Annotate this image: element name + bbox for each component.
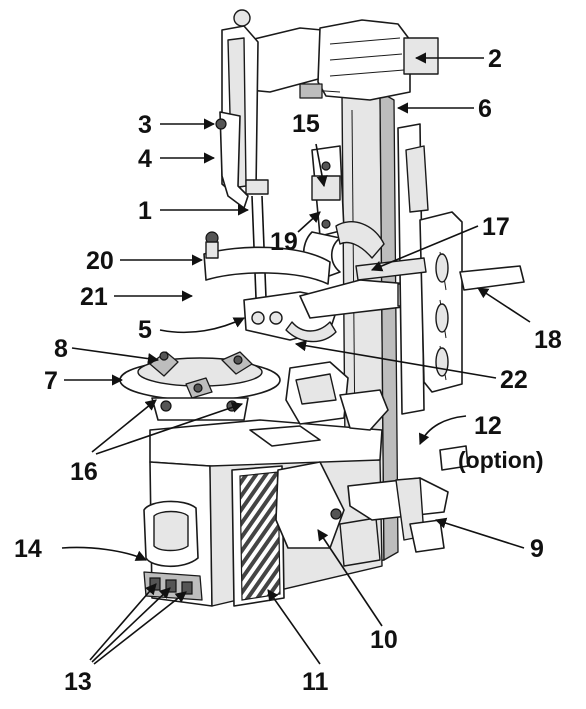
callout-22: 22 xyxy=(500,366,528,394)
leader-13b xyxy=(91,587,171,663)
leader-18 xyxy=(477,287,531,323)
leader-13c xyxy=(93,591,187,665)
callout-7: 7 xyxy=(44,367,58,395)
leader-12 xyxy=(418,415,467,446)
callout-10: 10 xyxy=(370,626,398,654)
callout-19: 19 xyxy=(270,228,298,256)
callout-14: 14 xyxy=(14,535,42,563)
side-panel xyxy=(231,465,285,607)
callout-5: 5 xyxy=(138,316,152,344)
callout-12-option: (option) xyxy=(458,447,544,473)
helper-device xyxy=(355,123,525,415)
callout-18: 18 xyxy=(534,326,562,354)
callout-8: 8 xyxy=(54,335,68,363)
machine-illustration xyxy=(119,9,525,607)
callout-13: 13 xyxy=(64,668,92,696)
callout-4: 4 xyxy=(138,145,152,173)
leader-10 xyxy=(317,529,383,627)
leader-13a xyxy=(89,583,157,661)
leader-8 xyxy=(71,347,160,365)
callout-16: 16 xyxy=(70,458,98,486)
tool-head xyxy=(243,279,415,343)
curved-press-arm xyxy=(203,231,331,285)
callout-15: 15 xyxy=(292,110,320,138)
tool-shaft xyxy=(215,9,269,299)
callout-17: 17 xyxy=(482,213,510,241)
leader-lines xyxy=(61,52,531,665)
callout-21: 21 xyxy=(80,283,108,311)
leader-22 xyxy=(294,340,497,379)
leader-16b xyxy=(95,401,244,455)
callout-9: 9 xyxy=(530,535,544,563)
leader-11 xyxy=(267,589,321,665)
callout-11: 11 xyxy=(302,668,329,696)
callout-6: 6 xyxy=(478,95,492,123)
leader-16a xyxy=(91,399,157,453)
callout-3: 3 xyxy=(138,111,152,139)
bead-breaker-shovel xyxy=(275,461,381,567)
bead-breaker-arm xyxy=(347,445,469,553)
leader-19 xyxy=(297,211,321,233)
front-panel xyxy=(143,500,203,601)
leader-9 xyxy=(434,517,525,549)
leader-15 xyxy=(315,143,328,188)
callout-1: 1 xyxy=(138,197,152,225)
horizontal-arm xyxy=(249,19,439,101)
leader-17 xyxy=(370,225,479,272)
callout-labels: 1 2 3 4 5 6 7 8 9 10 11 12 (option) 13 1… xyxy=(14,45,562,696)
leader-14 xyxy=(61,546,148,561)
callout-12: 12 xyxy=(474,412,502,440)
leader-5 xyxy=(159,317,246,334)
callout-20: 20 xyxy=(86,247,114,275)
callout-2: 2 xyxy=(488,45,502,73)
